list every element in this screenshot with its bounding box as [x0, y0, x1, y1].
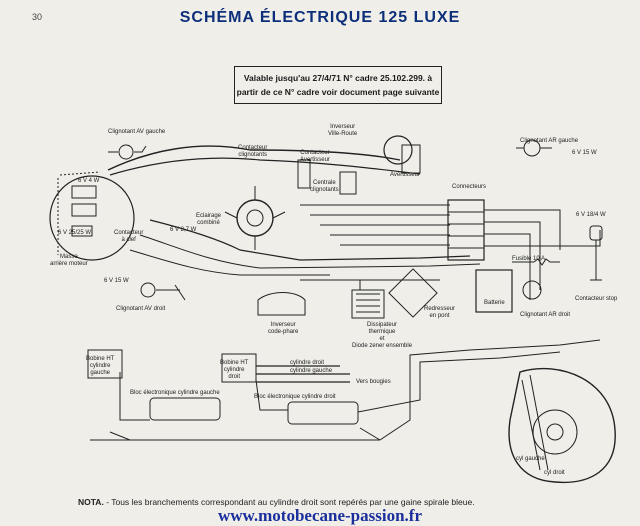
indicator-av-droit: [140, 282, 156, 298]
label-lamp-6v4w: 6 V 4 W: [78, 178, 100, 184]
bobine-gauche: [87, 349, 123, 379]
eclairage-combine: [236, 199, 274, 237]
label-fusible: Fusible 10 A: [512, 256, 546, 262]
label-vers-bougies: Vers bougies: [356, 379, 391, 385]
alternator: [508, 368, 616, 484]
label-lamp-6v-27w: 6 V 2,7 W: [170, 227, 197, 233]
label-clignotant-ar-droit: Clignotant AR droit: [520, 312, 571, 318]
connecteurs-block: [447, 199, 485, 261]
label-bloc-droit: Bloc électronique cylindre droit: [254, 394, 336, 400]
redresseur: [388, 268, 438, 318]
validity-line-2: partir de ce N° cadre voir document page…: [236, 87, 440, 97]
bobine-droit: [221, 353, 257, 383]
validity-box: Valable jusqu'au 27/4/71 N° cadre 25.102…: [234, 66, 442, 104]
label-cyl-droit: cyl droit: [544, 470, 565, 476]
indicator-ar-droit: [522, 280, 542, 300]
label-clignotant-ar-gauche: Clignotant AR gauche: [520, 138, 579, 144]
label-cyl-gauche: cyl gauche: [516, 456, 545, 462]
label-lamp-6v-25-25w: 6 V 25/25 W: [58, 230, 92, 236]
validity-line-1: Valable jusqu'au 27/4/71 N° cadre 25.102…: [243, 73, 433, 83]
label-contacteur-stop: Contacteur stop: [575, 296, 618, 302]
bloc-gauche: [149, 397, 221, 421]
note-text: NOTA. - Tous les branchements correspond…: [78, 497, 475, 507]
label-lamp-6v15w-left: 6 V 15 W: [104, 278, 129, 284]
label-avertisseur: Avertisseur: [390, 172, 420, 178]
page-title: SCHÉMA ÉLECTRIQUE 125 LUXE: [179, 9, 461, 26]
dissipateur: [351, 289, 385, 319]
bloc-droit: [287, 401, 359, 425]
label-batterie: Batterie: [484, 300, 505, 306]
headlight-circle: [49, 175, 135, 261]
label-cylindre-gauche: cylindre gauche: [290, 368, 333, 374]
label-cylindre-droit: cylindre droit: [290, 360, 325, 366]
label-connecteurs: Connecteurs: [452, 184, 487, 190]
indicator-av-gauche: [118, 144, 134, 160]
avertisseur-symbol: [383, 135, 413, 165]
label-bloc-gauche: Bloc électronique cylindre gauche: [130, 390, 220, 396]
label-clignotant-av-gauche: Clignotant AV gauche: [108, 129, 166, 135]
label-clignotant-av-droit: Clignotant AV droit: [116, 306, 166, 312]
battery-block: [475, 269, 513, 313]
label-lamp-6v15w-right: 6 V 15 W: [572, 150, 597, 156]
label-lamp-6v-18-4w: 6 V 18/4 W: [576, 212, 606, 218]
page-number: 30: [32, 12, 43, 22]
watermark-url: www.motobecane-passion.fr: [218, 506, 422, 525]
